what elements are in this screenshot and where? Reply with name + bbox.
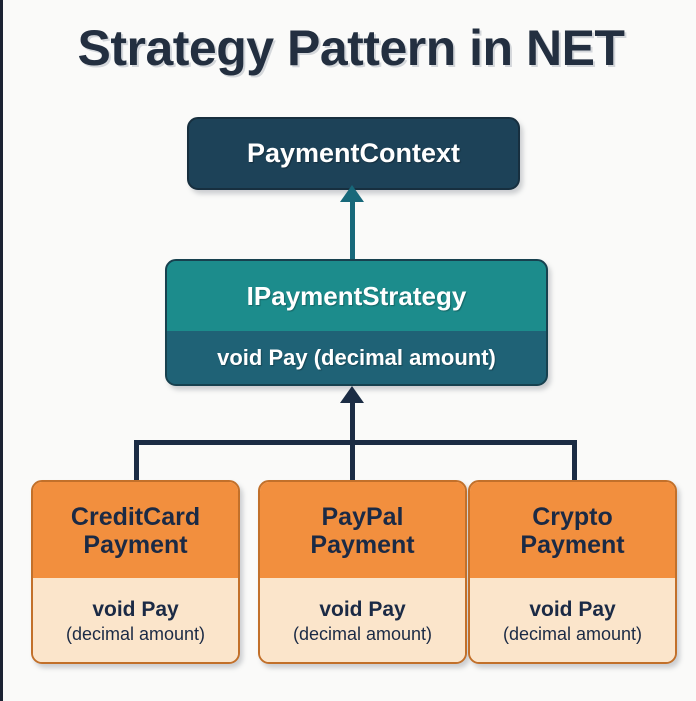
connector-drop-paypal bbox=[350, 440, 355, 482]
class-name-line1: CreditCard bbox=[70, 503, 201, 531]
class-name-payment-context: PaymentContext bbox=[246, 138, 461, 168]
class-name-line2: Payment bbox=[83, 531, 188, 559]
class-box-ipayment-strategy[interactable]: IPaymentStrategy void Pay (decimal amoun… bbox=[165, 259, 548, 386]
class-name-line2: Payment bbox=[520, 531, 625, 559]
class-name-crypto-payment: Crypto Payment bbox=[470, 482, 675, 578]
class-box-crypto-payment[interactable]: Crypto Payment void Pay (decimal amount) bbox=[468, 480, 677, 664]
page-title: Strategy Pattern in NET bbox=[77, 20, 625, 76]
method-params: (decimal amount) bbox=[292, 623, 433, 644]
interface-name-ipayment-strategy: IPaymentStrategy bbox=[167, 261, 546, 331]
class-method-creditcard-payment: void Pay (decimal amount) bbox=[33, 578, 238, 662]
class-name-line1: Crypto bbox=[532, 503, 613, 531]
method-name: void Pay bbox=[92, 597, 179, 621]
class-method-crypto-payment: void Pay (decimal amount) bbox=[470, 578, 675, 662]
method-name: void Pay bbox=[529, 597, 616, 621]
class-method-paypal-payment: void Pay (decimal amount) bbox=[260, 578, 465, 662]
class-name-line1: PayPal bbox=[321, 503, 404, 531]
class-name-creditcard-payment: CreditCard Payment bbox=[33, 482, 238, 578]
connector-impls-to-interface-stem bbox=[350, 397, 355, 447]
method-params: (decimal amount) bbox=[65, 623, 206, 644]
class-box-creditcard-payment[interactable]: CreditCard Payment void Pay (decimal amo… bbox=[31, 480, 240, 664]
arrowhead-up-icon-interface bbox=[340, 386, 364, 403]
arrowhead-up-icon-context bbox=[340, 185, 364, 202]
class-name-line2: Payment bbox=[310, 531, 415, 559]
connector-horizontal-bus bbox=[134, 440, 577, 445]
class-box-paypal-payment[interactable]: PayPal Payment void Pay (decimal amount) bbox=[258, 480, 467, 664]
class-name-paypal-payment: PayPal Payment bbox=[260, 482, 465, 578]
interface-method-signature: void Pay (decimal amount) bbox=[167, 331, 546, 384]
connector-drop-creditcard bbox=[134, 440, 139, 482]
connector-interface-to-context-stem bbox=[350, 196, 355, 259]
connector-drop-crypto bbox=[572, 440, 577, 482]
method-name: void Pay bbox=[319, 597, 406, 621]
method-params: (decimal amount) bbox=[502, 623, 643, 644]
class-box-payment-context[interactable]: PaymentContext bbox=[187, 117, 520, 190]
